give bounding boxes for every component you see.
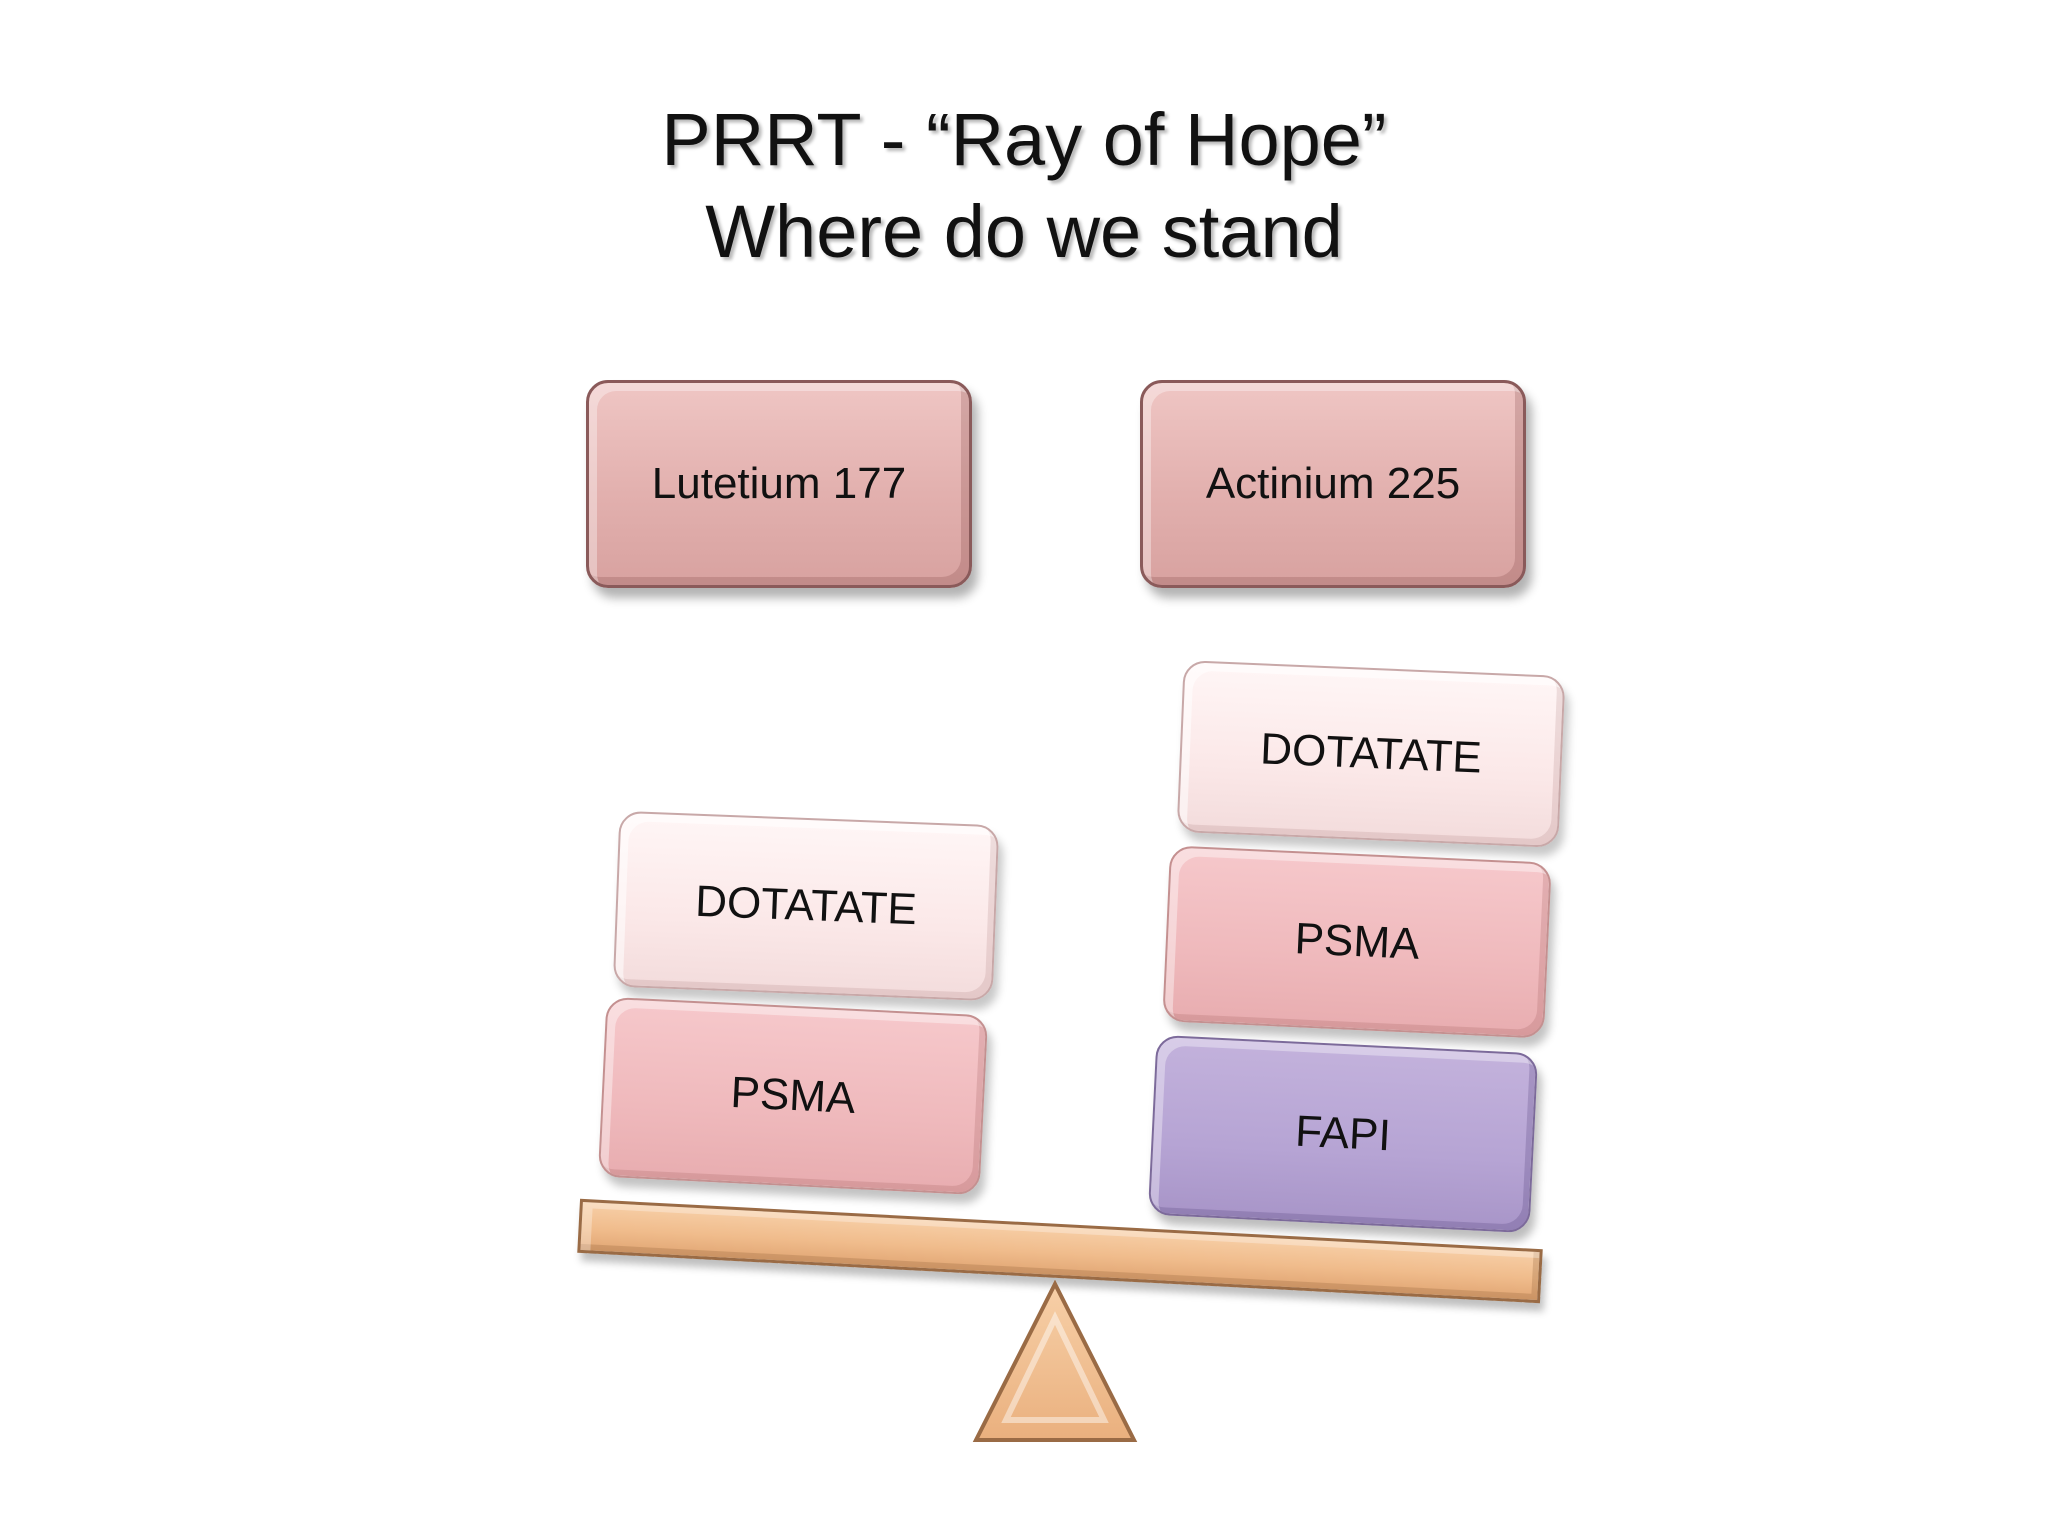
- slide-title-line-1: PRRT - “Ray of Hope”: [661, 98, 1387, 181]
- right-fapi-label: FAPI: [1294, 1106, 1392, 1161]
- right-fapi-block: FAPI: [1147, 1034, 1539, 1234]
- left-psma-block: PSMA: [597, 996, 989, 1196]
- left-psma-label: PSMA: [729, 1067, 857, 1124]
- left-dotatate-label: DOTATATE: [694, 876, 918, 935]
- right-dotatate-label: DOTATATE: [1259, 724, 1483, 783]
- actinium-225-header: Actinium 225: [1140, 380, 1526, 588]
- right-dotatate-block: DOTATATE: [1176, 660, 1566, 848]
- fulcrum-triangle: [972, 1280, 1138, 1442]
- right-psma-label: PSMA: [1293, 914, 1421, 969]
- slide-title-line-2: Where do we stand: [705, 190, 1343, 273]
- right-psma-block: PSMA: [1162, 845, 1552, 1039]
- lutetium-177-label: Lutetium 177: [651, 459, 907, 508]
- actinium-225-label: Actinium 225: [1205, 459, 1461, 508]
- left-dotatate-block: DOTATATE: [612, 810, 1000, 1002]
- lutetium-177-header: Lutetium 177: [586, 380, 972, 588]
